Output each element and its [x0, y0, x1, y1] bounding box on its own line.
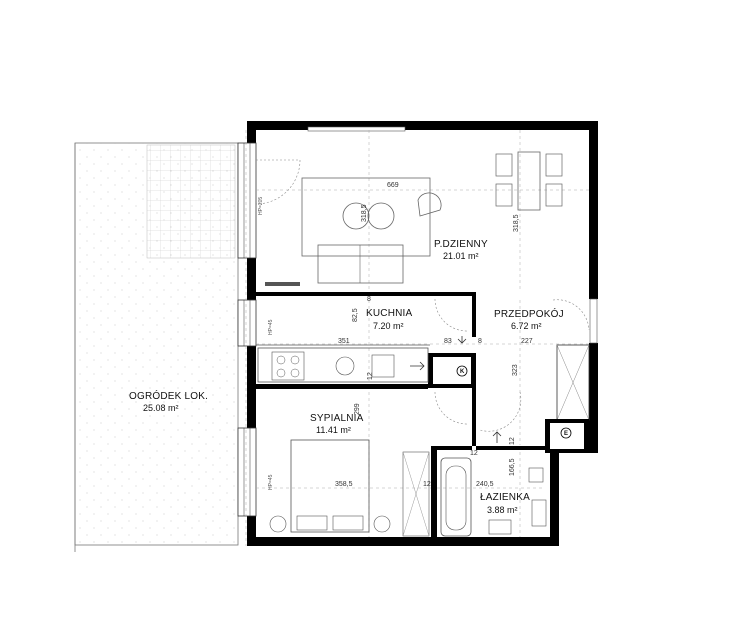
room-labels: OGRÓDEK LOK. 25.08 m² P.DZIENNY 21.01 m²… [129, 239, 564, 515]
toilet-icon [528, 467, 544, 483]
dim-bath-gap: 12 [509, 437, 516, 445]
door-swing-icon [255, 159, 301, 205]
dim-hall-depth-top: 318,5 [513, 214, 520, 232]
shafts: K E [428, 353, 589, 453]
sink-icon [335, 356, 355, 376]
bathroom-furniture [440, 336, 547, 537]
dim-bath-width: 240,5 [476, 481, 494, 488]
dim-bath-wall: 12 [423, 481, 431, 488]
bathtub-icon [440, 457, 472, 537]
window-label-living: HP=205 [258, 197, 264, 215]
room-name-przedpokoj: PRZEDPOKÓJ [494, 307, 564, 320]
dim-kitchen-width: 351 [338, 338, 350, 345]
dim-living-depth: 318,5 [361, 204, 368, 222]
dining-table-icon [517, 151, 541, 211]
dimension-labels: 669 318,5 318,5 82,5 351 8 83 8 227 323 … [335, 182, 533, 488]
dim-wall-c: 8 [478, 338, 482, 345]
dim-bedroom-depth: 299 [354, 403, 361, 415]
room-name-lazienka: ŁAZIENKA [480, 492, 530, 503]
dim-bath-depth: 166,5 [509, 458, 516, 476]
kitchen-furniture [257, 347, 429, 383]
arrow-icon [410, 361, 425, 371]
doors [255, 159, 590, 432]
wardrobe-icon [402, 451, 430, 537]
dim-wall-a: 8 [367, 296, 371, 303]
room-area-sypialnia: 11.41 m² [316, 425, 351, 435]
dim-bedroom-width: 358,5 [335, 481, 353, 488]
room-name-ogrodek: OGRÓDEK LOK. [129, 389, 208, 402]
living-furniture [301, 151, 563, 284]
stove-icon [271, 351, 305, 381]
window-label-bedroom: HP=45 [268, 474, 274, 490]
room-name-kuchnia: KUCHNIA [366, 308, 413, 319]
terrace-tiles [146, 144, 236, 259]
room-name-dzienny: P.DZIENNY [434, 239, 488, 250]
dim-kitchen-depth: 82,5 [352, 308, 359, 322]
room-area-ogrodek: 25.08 m² [143, 403, 179, 413]
window-label-kitchen: HP=45 [268, 319, 274, 335]
dim-hall-gap: 12 [470, 450, 478, 457]
room-area-dzienny: 21.01 m² [443, 251, 479, 261]
bedroom-furniture [269, 439, 430, 537]
bed-icon [290, 439, 370, 533]
interior-walls [256, 282, 590, 542]
dim-kitchen-small: 12 [367, 372, 374, 380]
room-area-przedpokoj: 6.72 m² [511, 321, 542, 331]
coffee-table [301, 177, 431, 257]
windows: HP=205 HP=45 HP=45 [237, 126, 598, 517]
garden [74, 142, 239, 552]
dim-wall-b: 83 [444, 338, 452, 345]
dim-hall-length: 323 [512, 364, 519, 376]
dim-living-width: 669 [387, 182, 399, 189]
shaft-label-kitchen: K [460, 369, 465, 375]
shaft-label-hall: E [564, 431, 568, 437]
room-name-sypialnia: SYPIALNIA [310, 413, 364, 424]
dim-hall-width: 227 [521, 338, 533, 345]
room-area-lazienka: 3.88 m² [487, 505, 518, 515]
room-area-kuchnia: 7.20 m² [373, 321, 404, 331]
sofa-icon [317, 244, 404, 284]
armchair-icon [417, 192, 442, 217]
dimension-lines [245, 130, 589, 546]
